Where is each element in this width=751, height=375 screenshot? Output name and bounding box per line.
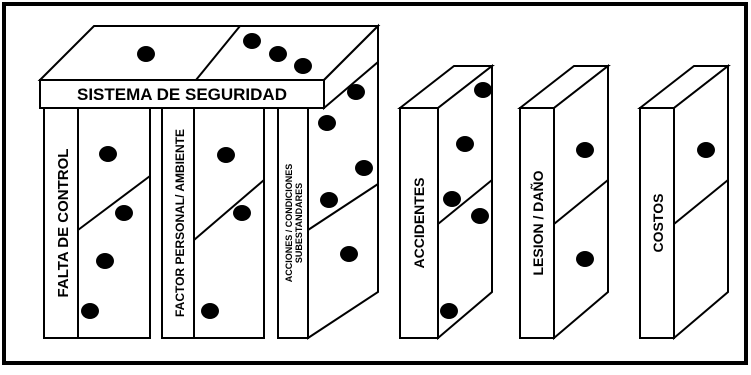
- domino-falta-divider: [77, 175, 151, 231]
- label-costos: COSTOS: [650, 194, 666, 253]
- pip: [697, 142, 715, 158]
- standalone-dominoes: [397, 63, 731, 341]
- domino-stack: [37, 23, 381, 340]
- domino-factor-divider: [193, 179, 265, 241]
- pip: [201, 303, 219, 319]
- pip: [347, 84, 365, 100]
- label-accidentes: ACCIDENTES: [411, 177, 427, 268]
- pip: [81, 303, 99, 319]
- pip: [233, 205, 251, 221]
- domino-lesion-divider: [553, 179, 609, 225]
- domino-costos-side: [639, 107, 675, 339]
- standalone-pips: [440, 82, 715, 319]
- domino-acciones: [277, 60, 379, 340]
- pip: [471, 208, 489, 224]
- pip: [96, 253, 114, 269]
- pip: [115, 205, 133, 221]
- label-lesion-dano: LESION / DAÑO: [529, 170, 546, 275]
- slab-top-divider: [195, 25, 241, 81]
- pip: [355, 160, 373, 176]
- pip: [340, 246, 358, 262]
- domino-accidentes-divider: [437, 179, 493, 225]
- pip: [269, 46, 287, 62]
- pip: [456, 136, 474, 152]
- pip: [440, 303, 458, 319]
- domino-acciones-side: [277, 107, 309, 339]
- label-acciones-condiciones: ACCIONES / CONDICIONES: [284, 164, 294, 283]
- label-factor-personal: FACTOR PERSONAL/ AMBIENTE: [173, 129, 187, 317]
- diagram-title: SISTEMA DE SEGURIDAD: [77, 85, 287, 104]
- stack-pips: [81, 33, 373, 319]
- pip: [217, 147, 235, 163]
- domino-factor-face: [193, 107, 265, 339]
- pip: [99, 146, 117, 162]
- pip: [294, 58, 312, 74]
- domino-accidentes: [397, 63, 495, 341]
- domino-falta-side: [43, 107, 79, 339]
- domino-accidentes-side: [399, 107, 439, 339]
- pip: [576, 142, 594, 158]
- label-subestandares: SUBESTANDARES: [294, 183, 304, 263]
- pip: [576, 251, 594, 267]
- domino-factor-side: [161, 107, 195, 339]
- domino-costos-divider: [673, 179, 729, 225]
- pip: [320, 192, 338, 208]
- slab-front: [39, 79, 325, 109]
- domino-falta: [43, 107, 151, 339]
- domino-factor: [161, 107, 265, 339]
- domino-lesion: [517, 63, 611, 341]
- slab-top: [37, 25, 381, 81]
- pip: [474, 82, 492, 98]
- label-falta-de-control: FALTA DE CONTROL: [55, 149, 72, 298]
- pip: [137, 46, 155, 62]
- pip: [243, 33, 261, 49]
- pip: [318, 115, 336, 131]
- domino-costos: [637, 63, 731, 341]
- domino-acciones-divider: [307, 183, 379, 231]
- pip: [443, 191, 461, 207]
